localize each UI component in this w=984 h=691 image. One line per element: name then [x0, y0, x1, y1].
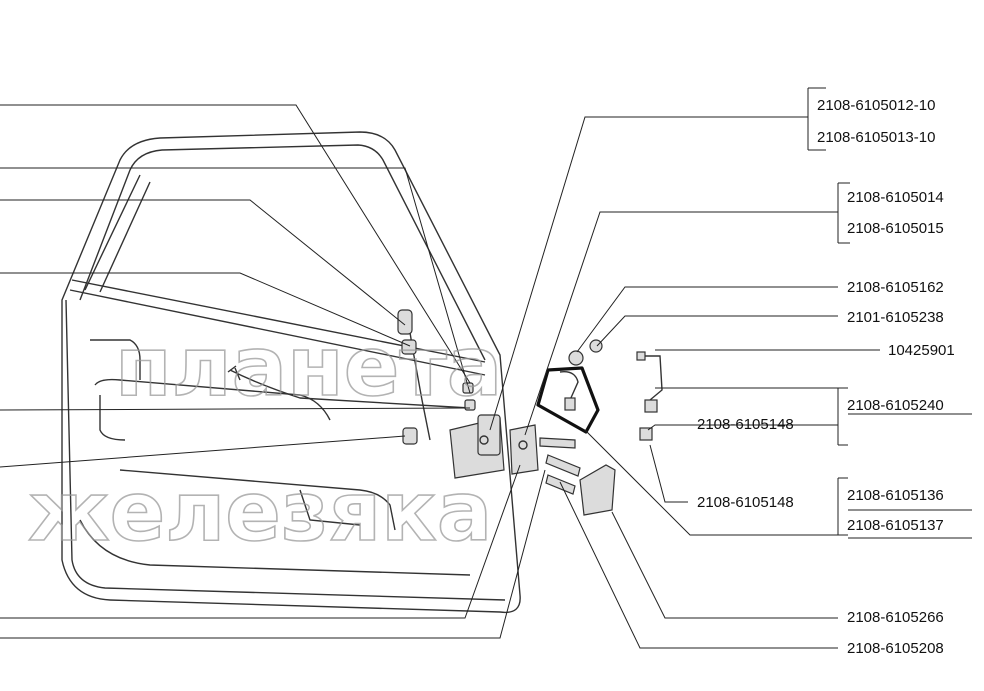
part-label-10: 2108-6105148	[697, 494, 794, 511]
part-label-14: 2108-6105208	[847, 640, 944, 657]
part-label-11: 2108-6105136	[847, 487, 944, 504]
part-label-1: 2108-6105012-10	[817, 97, 935, 114]
watermark-line2: железяка	[28, 465, 492, 560]
part-label-2: 2108-6105013-10	[817, 129, 935, 146]
part-label-3: 2108-6105014	[847, 189, 944, 206]
door-panel-outline	[61, 131, 521, 614]
part-label-13: 2108-6105266	[847, 609, 944, 626]
part-label-6: 2101-6105238	[847, 309, 944, 326]
part-label-4: 2108-6105015	[847, 220, 944, 237]
lock-small-parts	[397, 309, 476, 445]
lock-mechanism	[449, 414, 539, 479]
part-number-labels: 2108-6105012-10 2108-6105013-10 2108-610…	[697, 97, 955, 657]
watermark-line1: планета	[115, 320, 502, 415]
watermark: планета железяка	[27, 319, 503, 561]
part-label-8: 2108-6105240	[847, 397, 944, 414]
door-switch	[636, 351, 663, 441]
part-label-9: 2108-6105148	[697, 416, 794, 433]
leader-lines	[0, 104, 880, 649]
highlighted-rod-detail	[536, 366, 600, 434]
label-brackets	[807, 87, 972, 539]
striker-parts	[539, 339, 616, 516]
part-label-5: 2108-6105162	[847, 279, 944, 296]
part-label-7: 10425901	[888, 342, 955, 359]
part-label-12: 2108-6105137	[847, 517, 944, 534]
